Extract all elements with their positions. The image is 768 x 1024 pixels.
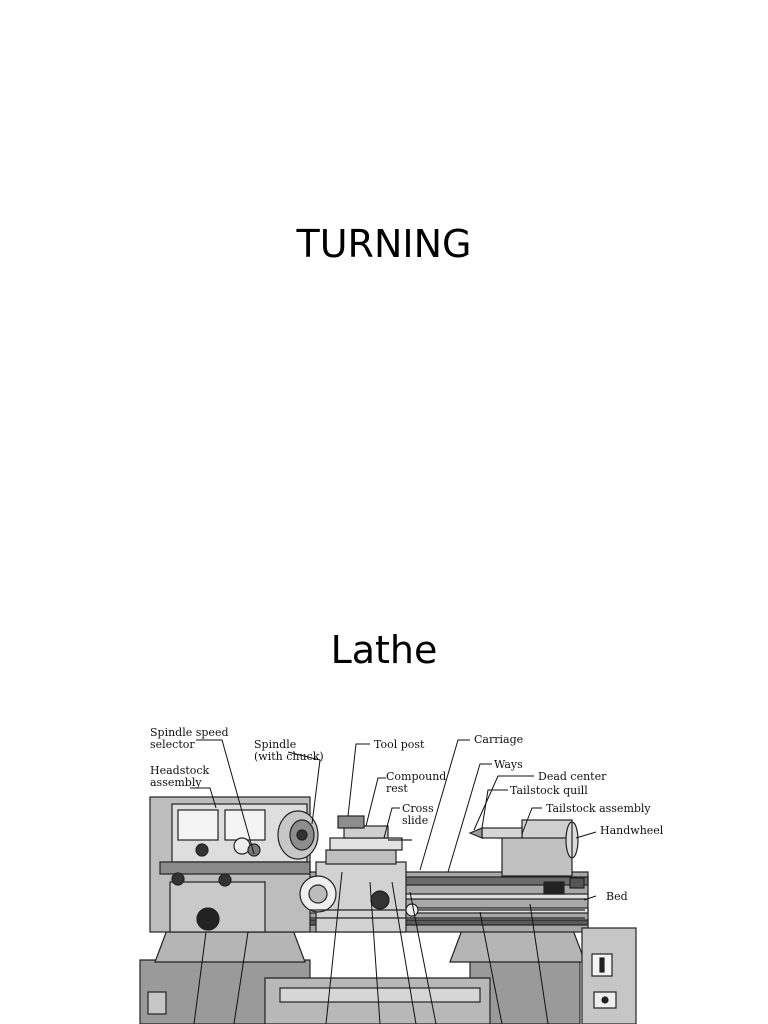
label-tool-post: Tool post [374, 738, 425, 751]
lathe-diagram: Spindle speed selector Headstock assembl… [130, 722, 670, 1024]
label-cross-1: Cross [402, 802, 434, 815]
label-cross-2: slide [402, 814, 428, 827]
diagram-labels: Spindle speed selector Headstock assembl… [150, 726, 664, 903]
label-tailstock-quill: Tailstock quill [510, 784, 588, 797]
label-headstock-2: assembly [150, 776, 202, 789]
tailstock-quill [481, 827, 523, 839]
tool-post [337, 815, 365, 829]
slide-title-turning: TURNING [296, 222, 472, 266]
label-ways: Ways [494, 758, 523, 771]
tailstock [501, 833, 573, 877]
label-spindle-speed-selector-2: selector [150, 738, 195, 751]
label-spindle-1: Spindle [254, 738, 296, 751]
lathe-machine-drawing [139, 796, 637, 1024]
label-dead-center: Dead center [538, 770, 607, 783]
label-tailstock-assembly: Tailstock assembly [546, 802, 651, 815]
label-bed: Bed [606, 890, 628, 903]
slide-title-lathe: Lathe [330, 628, 438, 672]
leader-lines [190, 739, 597, 1024]
label-handwheel: Handwheel [600, 824, 664, 837]
label-compound-2: rest [386, 782, 408, 795]
label-carriage: Carriage [474, 733, 523, 746]
label-compound-1: Compound [386, 770, 446, 783]
label-spindle-speed-selector-1: Spindle speed [150, 726, 229, 739]
label-headstock-1: Headstock [150, 764, 210, 777]
label-spindle-2: (with chuck) [254, 750, 324, 763]
